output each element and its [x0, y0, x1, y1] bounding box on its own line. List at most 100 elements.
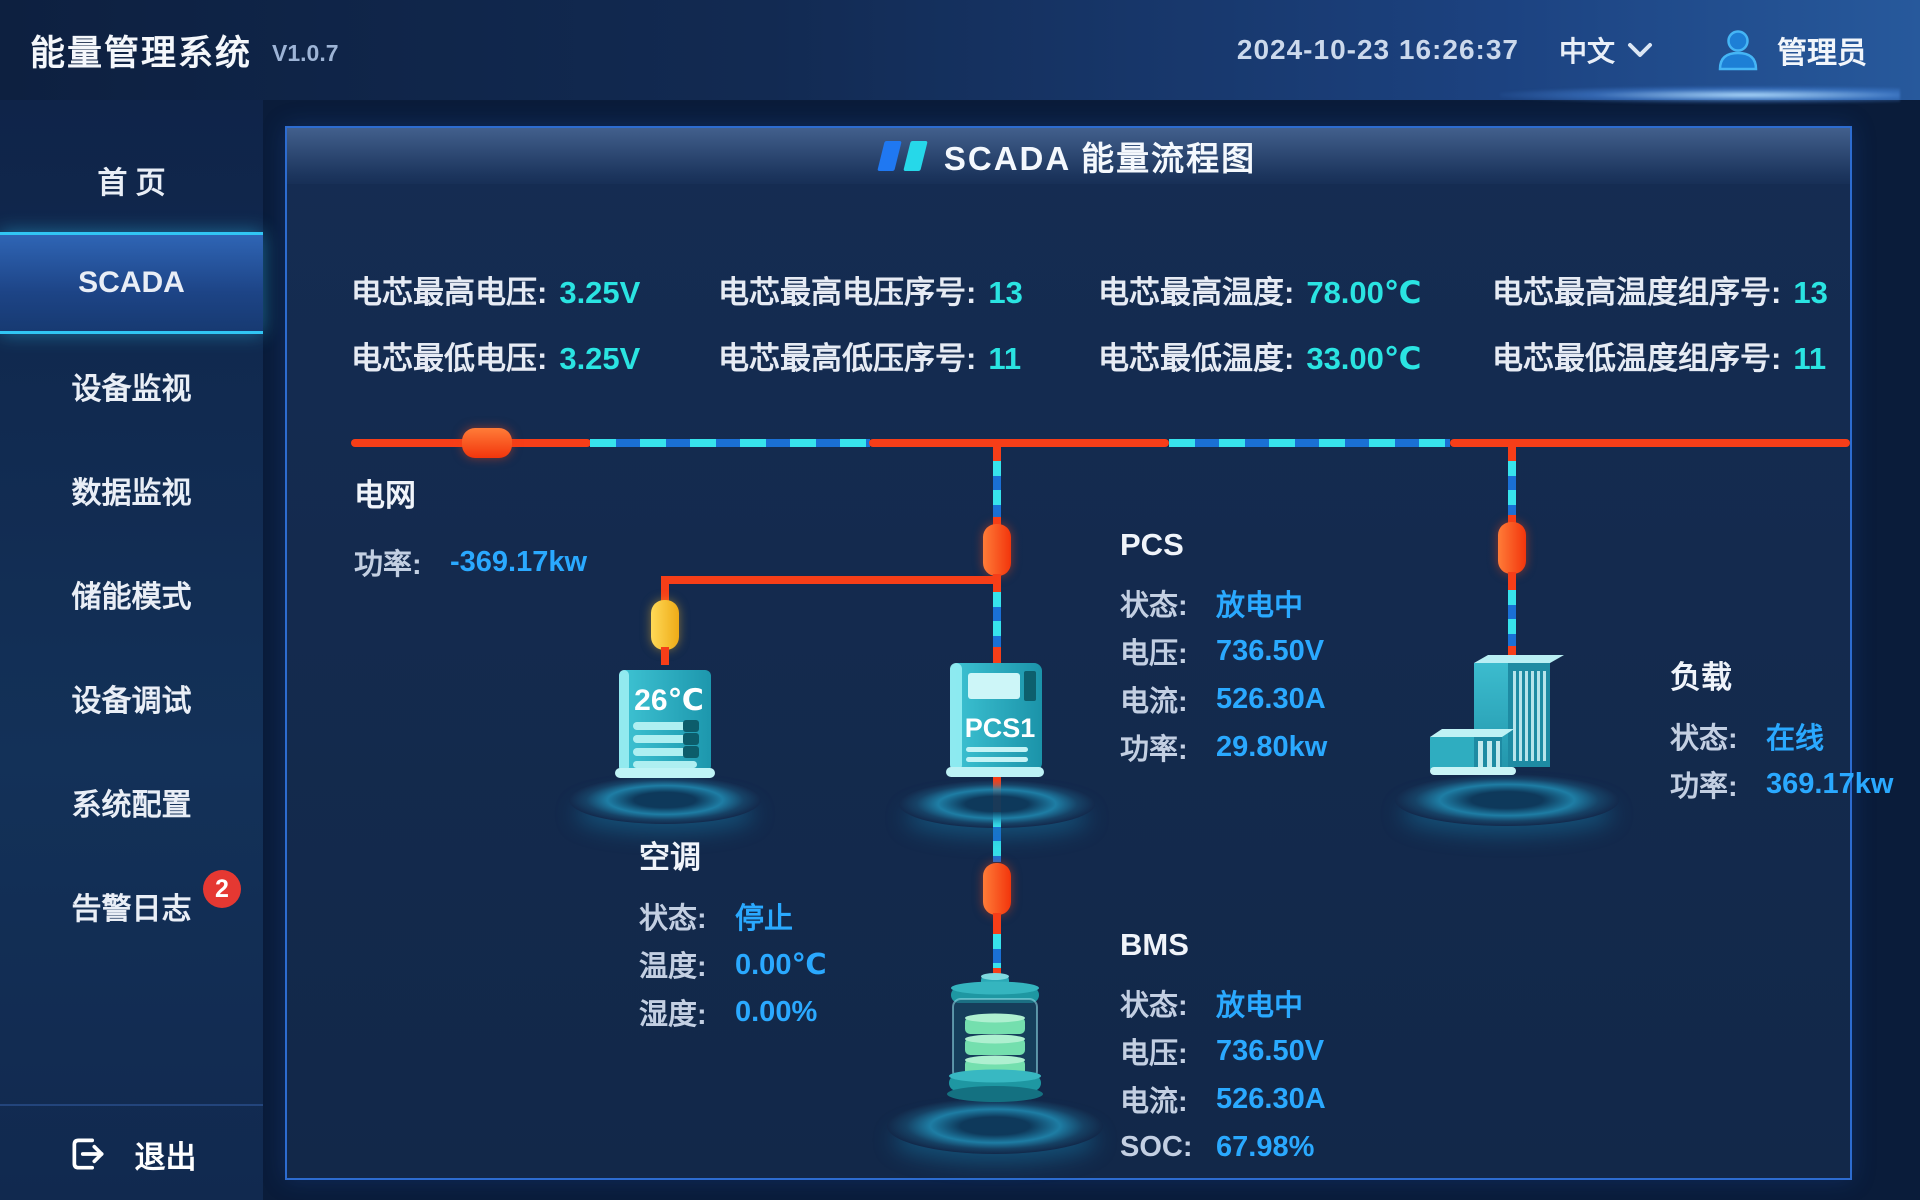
ac-branch-line — [661, 576, 1001, 584]
row-label: 状态: — [639, 903, 707, 935]
username: 管理员 — [1777, 37, 1867, 70]
pcs-current-row: 电流: 526.30A — [1120, 675, 1327, 723]
building-windows-icon — [1513, 671, 1546, 761]
power-line-segment — [993, 913, 1001, 935]
load-building-icon — [1430, 655, 1564, 775]
ac-device-temp-label: 26℃ — [634, 684, 704, 717]
logout-button[interactable]: 退出 — [0, 1118, 263, 1190]
sidebar-item-system-config[interactable]: 系统配置 — [0, 750, 263, 854]
header-right: 2024-10-23 16:26:37 中文 管理员 — [1237, 0, 1867, 100]
sidebar-item-scada[interactable]: SCADA — [0, 232, 263, 334]
sidebar-item-data-monitor[interactable]: 数据监视 — [0, 438, 263, 542]
row-label: 功率: — [354, 549, 422, 581]
language-selector[interactable]: 中文 — [1559, 30, 1653, 70]
bus-segment — [869, 439, 1169, 447]
sidebar-item-label: SCADA — [78, 266, 185, 299]
sidebar-nav: 首 页 SCADA 设备监视 数据监视 储能模式 设备调试 系统配置 告警日志 … — [0, 100, 263, 958]
pcs-power-row: 功率: 29.80kw — [1120, 723, 1327, 771]
bus-dashed-segment — [590, 439, 870, 447]
logout-divider — [0, 1104, 263, 1106]
ac-unit-icon: 26℃ — [615, 670, 715, 778]
row-value: 526.30A — [1216, 682, 1326, 715]
user-menu[interactable]: 管理员 — [1715, 27, 1867, 73]
scada-panel: SCADA 能量流程图 电芯最高电压:3.25V 电芯最高电压序号:13 电芯最… — [285, 126, 1893, 1180]
sidebar-item-alarm-log[interactable]: 告警日志 2 — [0, 854, 263, 958]
row-label: 状态: — [1120, 990, 1188, 1022]
dashed-line-segment — [1508, 590, 1516, 648]
row-value: 0.00℃ — [735, 948, 827, 981]
ac-title: 空调 — [639, 840, 701, 875]
stat-cell-min-voltage-index: 电芯最高低压序号:11 — [718, 333, 1021, 378]
sidebar-item-device-debug[interactable]: 设备调试 — [0, 646, 263, 750]
platform-glow — [1395, 774, 1619, 826]
row-label: 温度: — [639, 951, 707, 983]
stat-cell-max-voltage: 电芯最高电压:3.25V — [351, 267, 640, 312]
ac-breaker-icon — [651, 600, 679, 650]
dashed-line-segment — [993, 592, 1001, 649]
platform-glow — [569, 776, 761, 824]
bms-info: BMS 状态: 放电中 电压: 736.50V 电流: 526.30A SOC:… — [1120, 927, 1326, 1171]
grid-power-row: 功率: -369.17kw — [354, 538, 587, 586]
row-value: 停止 — [735, 903, 794, 935]
pcs-voltage-row: 电压: 736.50V — [1120, 627, 1327, 675]
ac-humidity-row: 湿度: 0.00% — [639, 988, 827, 1036]
logout-label: 退出 — [134, 1139, 197, 1175]
stat-value: 11 — [1793, 341, 1827, 376]
row-value: 736.50V — [1216, 634, 1325, 667]
row-label: 功率: — [1670, 771, 1738, 803]
ac-vents-icon — [633, 720, 699, 768]
bms-title: BMS — [1120, 927, 1189, 962]
load-breaker-icon — [1498, 522, 1526, 574]
sidebar-item-label: 设备监视 — [71, 373, 192, 406]
chevron-down-icon — [1628, 43, 1652, 57]
load-power-row: 功率: 369.17kw — [1670, 760, 1893, 808]
brand: 能量管理系统 V1.0.7 — [30, 0, 339, 100]
row-label: 功率: — [1120, 734, 1188, 766]
dashed-line-segment — [993, 934, 1001, 970]
sidebar-item-label: 设备调试 — [71, 685, 192, 718]
sidebar-item-home[interactable]: 首 页 — [0, 128, 263, 232]
stat-value: 33.00℃ — [1306, 341, 1422, 376]
stat-label: 电芯最高温度: — [1098, 275, 1295, 310]
grid-title: 电网 — [354, 478, 416, 513]
stat-label: 电芯最高温度组序号: — [1492, 275, 1782, 310]
power-line-segment — [661, 647, 669, 665]
stat-cell-max-temp-group: 电芯最高温度组序号:13 — [1492, 267, 1828, 312]
stat-cell-max-temp: 电芯最高温度:78.00℃ — [1098, 267, 1421, 312]
row-value: 29.80kw — [1216, 730, 1328, 763]
bms-status-row: 状态: 放电中 — [1120, 979, 1326, 1027]
bms-current-row: 电流: 526.30A — [1120, 1075, 1326, 1123]
dashed-line-segment — [1508, 461, 1516, 517]
row-value: 369.17kw — [1766, 767, 1894, 800]
power-line-segment — [1508, 443, 1516, 463]
ac-temp-row: 温度: 0.00℃ — [639, 940, 827, 988]
stat-cell-min-temp-group: 电芯最低温度组序号: 11 — [1492, 333, 1826, 378]
row-label: 状态: — [1670, 723, 1738, 755]
stat-label: 电芯最高电压序号: — [718, 275, 977, 310]
power-line-segment — [661, 576, 669, 604]
power-line-segment — [993, 647, 1001, 665]
pcs-status-row: 状态: 放电中 — [1120, 579, 1327, 627]
row-value: 放电中 — [1216, 590, 1304, 622]
title-deco-bars-icon — [877, 141, 928, 171]
app-version: V1.0.7 — [272, 39, 339, 66]
pcs-breaker-icon — [983, 524, 1011, 576]
stat-label: 电芯最低温度组序号: — [1492, 341, 1782, 376]
sidebar-item-storage-mode[interactable]: 储能模式 — [0, 542, 263, 646]
power-line-segment — [1508, 572, 1516, 592]
stat-label: 电芯最高电压: — [351, 275, 548, 310]
row-label: 电压: — [1120, 638, 1188, 670]
datetime: 2024-10-23 16:26:37 — [1236, 34, 1519, 65]
platform-glow — [899, 780, 1095, 828]
sidebar-item-label: 储能模式 — [71, 581, 192, 614]
sidebar-item-label: 告警日志 — [71, 893, 192, 926]
stat-value: 3.25V — [559, 341, 641, 376]
pcs-title: PCS — [1120, 527, 1184, 562]
sidebar-item-label: 数据监视 — [71, 477, 192, 510]
power-line-segment — [993, 443, 1001, 463]
sidebar-item-device-monitor[interactable]: 设备监视 — [0, 334, 263, 438]
stat-value: 13 — [988, 275, 1023, 310]
sidebar: 首 页 SCADA 设备监视 数据监视 储能模式 设备调试 系统配置 告警日志 … — [0, 100, 263, 1200]
row-value: 526.30A — [1216, 1082, 1326, 1115]
bus-dashed-segment — [1169, 439, 1450, 447]
